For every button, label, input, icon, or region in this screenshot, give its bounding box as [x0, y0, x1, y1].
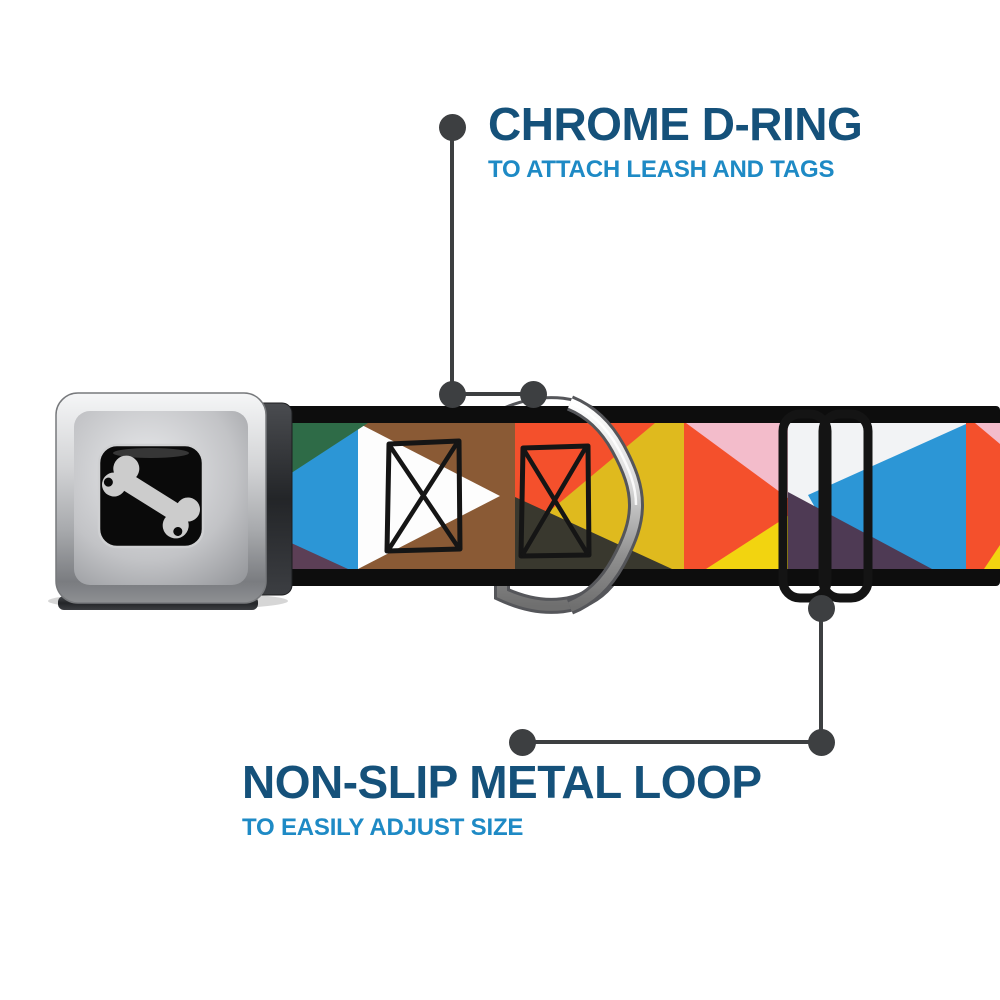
top-callout-subtitle: TO ATTACH LEASH AND TAGS	[488, 156, 835, 184]
callout-line	[452, 392, 533, 396]
top-callout-title: CHROME D-RING	[488, 98, 863, 150]
bottom-callout-subtitle: TO EASILY ADJUST SIZE	[242, 814, 524, 842]
bottom-callout: NON-SLIP METAL LOOP TO EASILY ADJUST SIZ…	[242, 756, 762, 842]
bottom-callout-title: NON-SLIP METAL LOOP	[242, 756, 762, 808]
sketch-x-box-icon	[518, 443, 592, 559]
top-callout: CHROME D-RING TO ATTACH LEASH AND TAGS	[488, 98, 863, 184]
callout-dot	[509, 729, 536, 756]
callout-dot	[520, 381, 547, 408]
callout-line	[450, 127, 454, 394]
seatbelt-buckle	[48, 392, 293, 610]
dog-bone-icon	[102, 455, 200, 539]
callout-line	[819, 608, 823, 742]
metal-slider-loop	[778, 409, 873, 603]
chrome-d-ring-front	[566, 395, 645, 615]
callout-line	[522, 740, 821, 744]
sketch-x-box-icon	[384, 438, 463, 554]
